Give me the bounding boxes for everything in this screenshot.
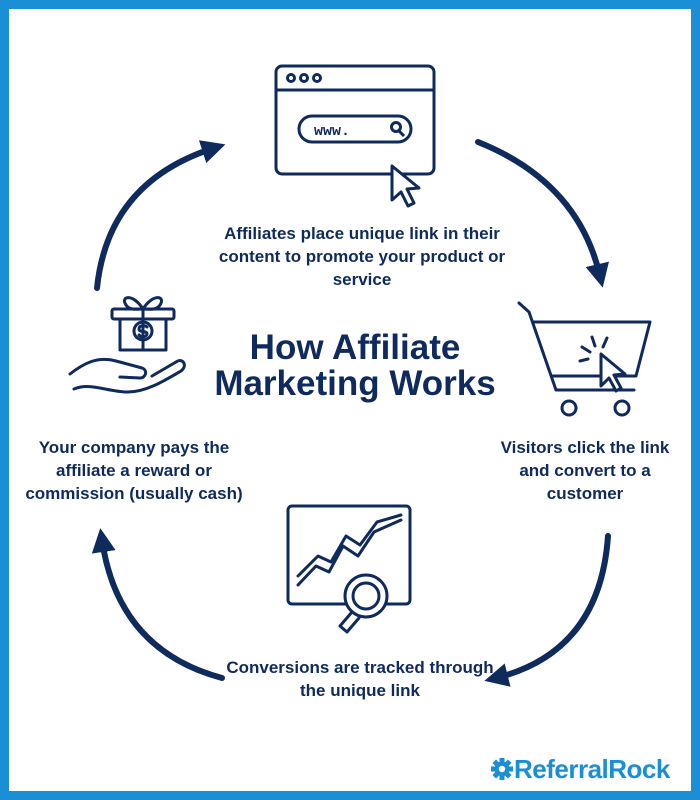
step-2-text: Visitors click the link and convert to a… [500, 438, 670, 503]
gear-logo-icon [491, 758, 513, 780]
analytics-magnifier-icon [286, 504, 412, 634]
cycle-arrow-bottom-right [484, 533, 611, 687]
browser-address-text: www. [314, 123, 350, 140]
cycle-arrow-bottom-left [91, 528, 225, 681]
browser-window-icon [274, 64, 436, 208]
cycle-arrow-top-right [475, 139, 609, 288]
hand-gift-icon [68, 296, 186, 394]
brand-logo: ReferralRock [490, 752, 670, 786]
step-1-text: Affiliates place unique link in their co… [218, 224, 506, 289]
step-4-text: Your company pays the affiliate a reward… [25, 438, 243, 503]
diagram-title: How Affiliate Marketing Works [214, 328, 496, 403]
cycle-arrow-top-left [94, 140, 226, 291]
brand-name: ReferralRock [514, 753, 670, 784]
shopping-cart-icon [517, 301, 652, 417]
step-3-text: Conversions are tracked through the uniq… [226, 658, 494, 700]
